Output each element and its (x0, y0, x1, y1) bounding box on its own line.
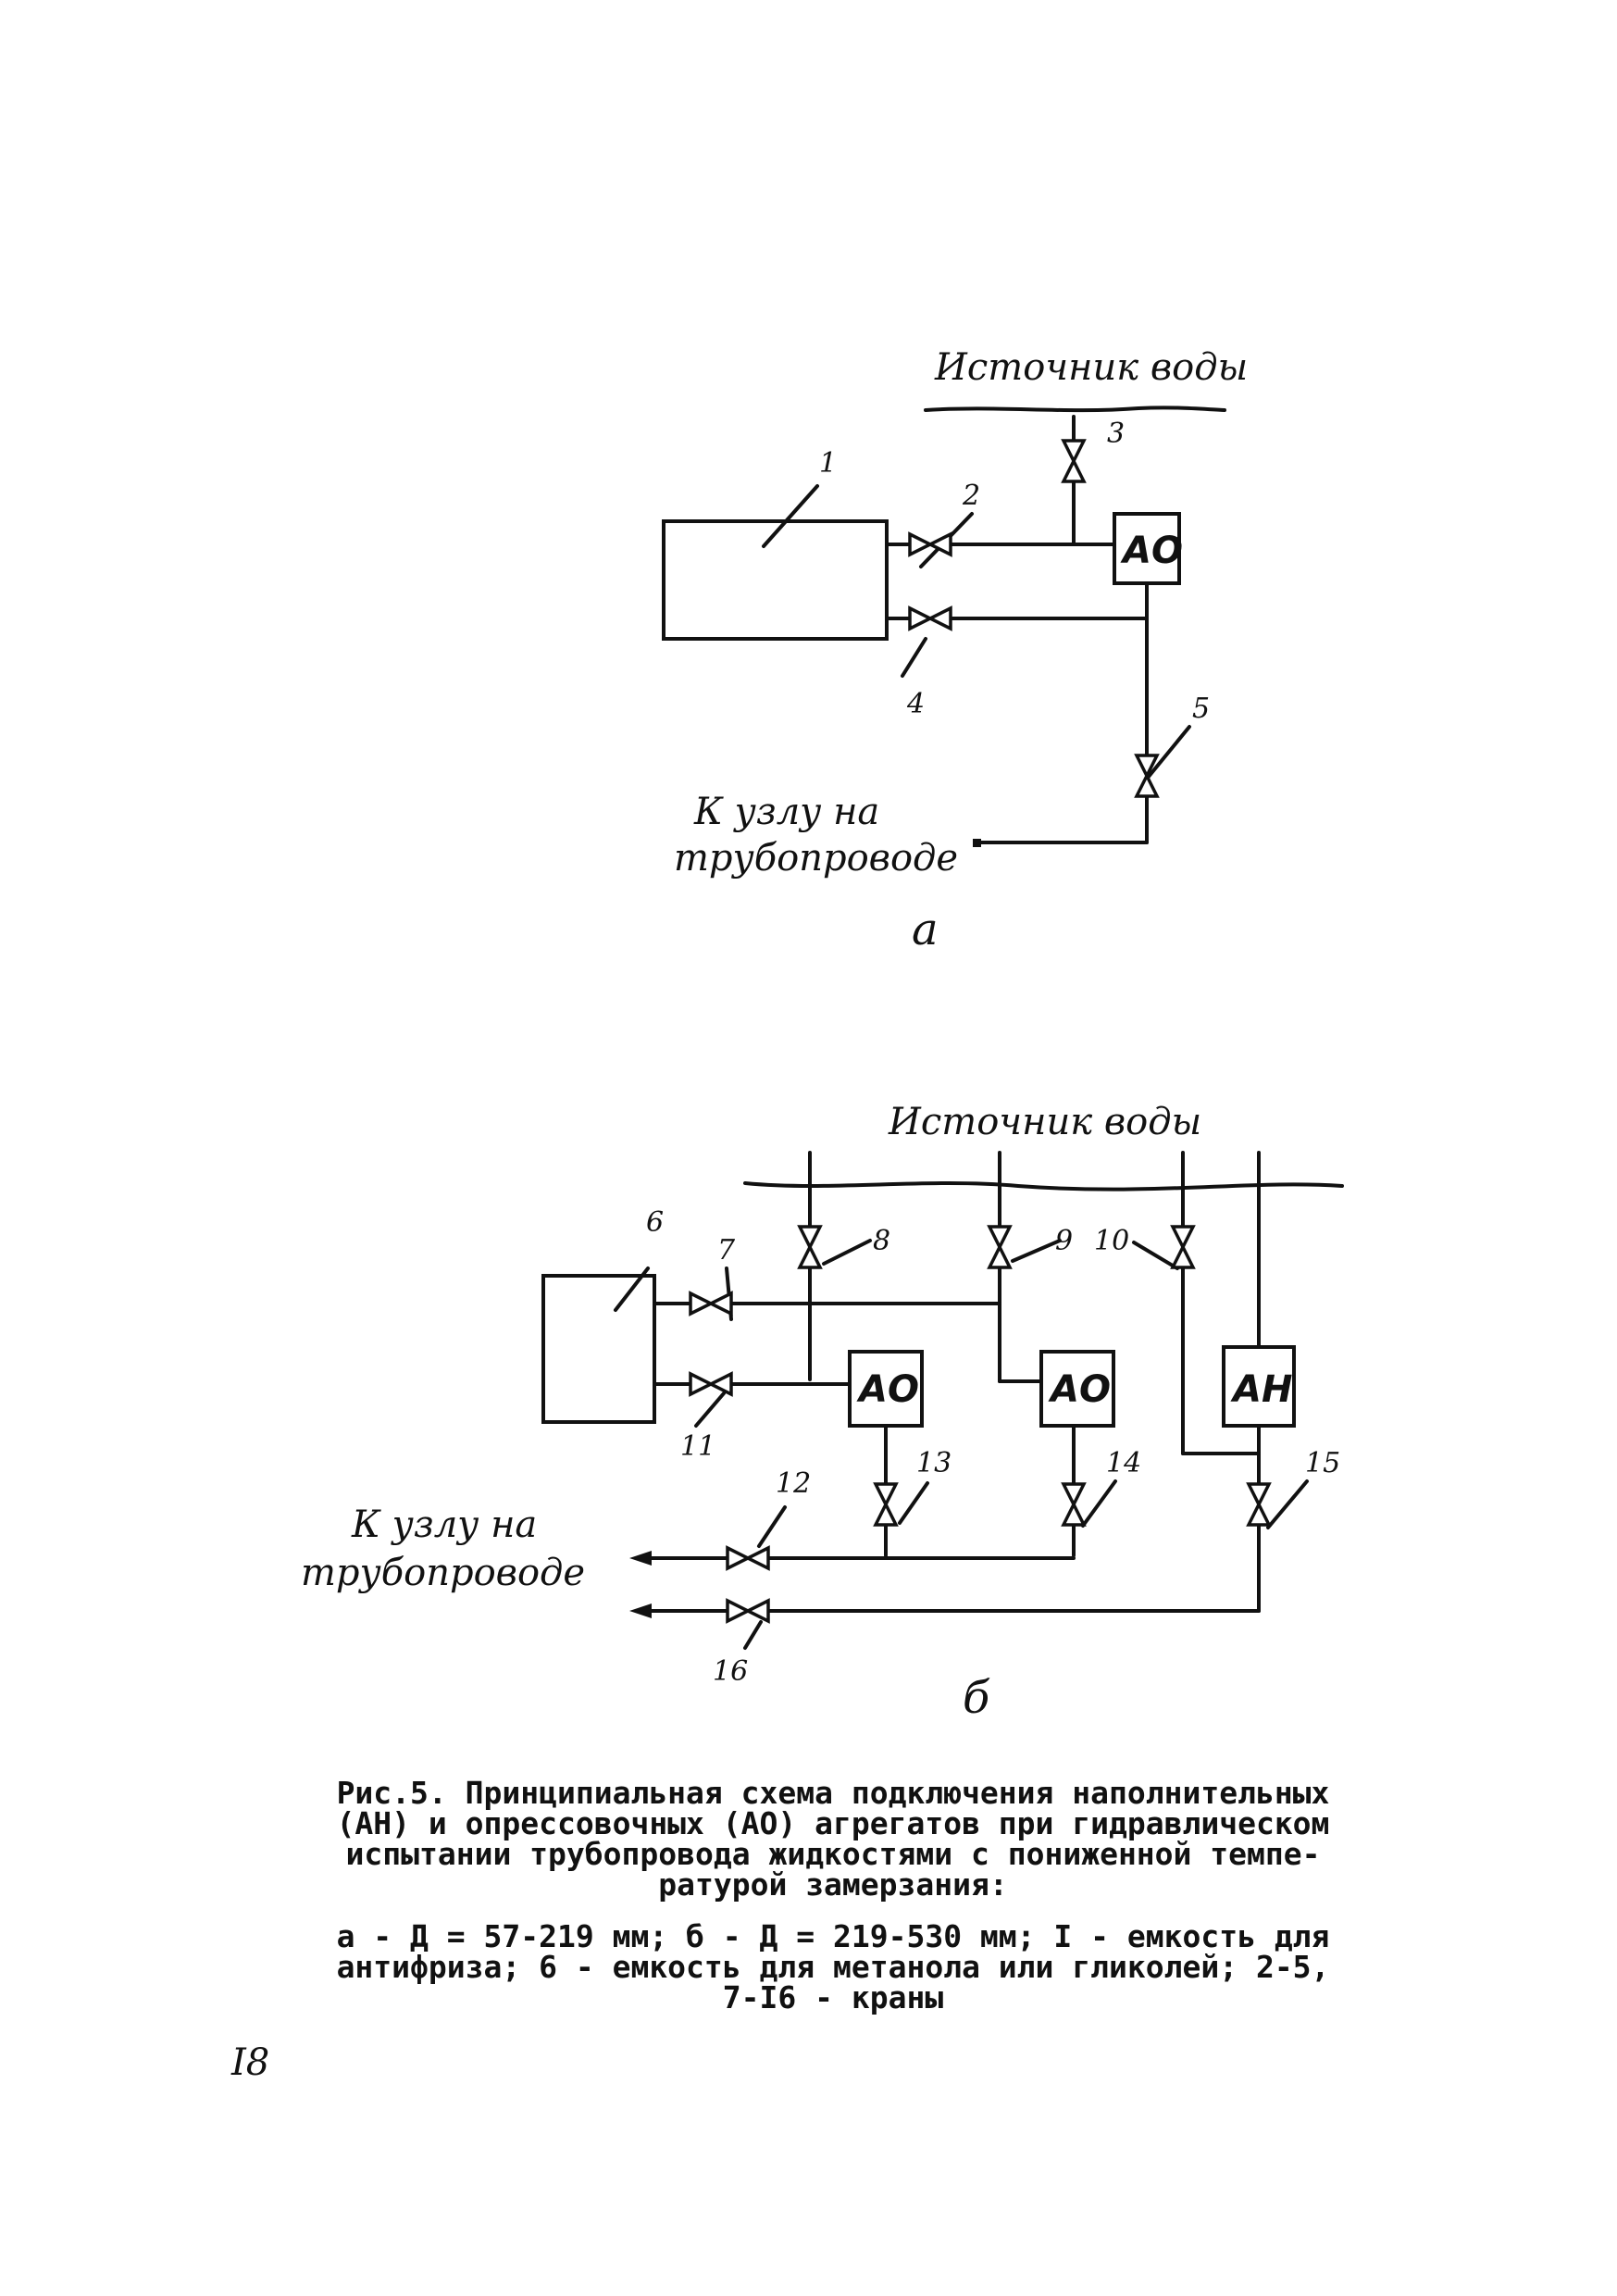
caption-title-line-2: (АН) и опрессовочных (АО) агрегатов при … (336, 1805, 1330, 1841)
tank-6 (541, 1274, 656, 1424)
caption-legend-line-1: а - Д = 57-219 мм; б - Д = 219-530 мм; I… (336, 1918, 1330, 1954)
sublabel-b: б (963, 1672, 990, 1724)
caption-title-line-3: испытании трубопровода жидкостями с пони… (345, 1836, 1321, 1872)
sublabel-a: а (912, 904, 939, 955)
valve-14 (1062, 1482, 1086, 1527)
caption-title-line-1: Рис.5. Принципиальная схема подключения … (336, 1775, 1330, 1811)
valve-label-14: 14 (1106, 1447, 1141, 1479)
valve-label-11: 11 (680, 1430, 715, 1463)
valve-label-2: 2 (962, 480, 980, 512)
caption-legend-line-3: 7-I6 - краны (722, 1979, 944, 2015)
valve-5 (1135, 754, 1159, 798)
valve-9 (988, 1225, 1012, 1269)
valve-label-8: 8 (873, 1225, 890, 1257)
water-source-label-a: Источник воды (934, 346, 1248, 389)
valve-label-3: 3 (1107, 418, 1125, 450)
caption-legend-line-2: антифриза; 6 - емкость для метанола или … (336, 1949, 1330, 1985)
valve-11 (689, 1372, 733, 1396)
water-source-label-b: Источник воды (888, 1101, 1201, 1143)
destination-label-a-2: трубопроводе (674, 837, 958, 880)
valve-label-16: 16 (713, 1655, 748, 1688)
tank-number-a: 1 (819, 447, 837, 480)
water-source-line-b (743, 1181, 1344, 1192)
valve-7 (689, 1292, 733, 1316)
destination-label-a-1: К узлу на (693, 791, 879, 833)
figure-caption-legend: а - Д = 57-219 мм; б - Д = 219-530 мм; I… (278, 1921, 1388, 2013)
valve-label-12: 12 (776, 1467, 811, 1500)
caption-title-line-4: ратурой замерзания: (658, 1866, 1008, 1903)
pipe-end-a (973, 839, 981, 847)
destination-label-b-2: трубопроводе (301, 1552, 585, 1594)
valve-13 (874, 1482, 898, 1527)
valve-label-4: 4 (906, 688, 925, 720)
schematic-diagram: Источник воды 1 2 3 4 5 АО К узлу на тру… (301, 346, 1344, 1724)
figure-caption-title: Рис.5. Принципиальная схема подключения … (278, 1778, 1388, 1900)
unit-ao-a-label: АО (1120, 530, 1183, 572)
valve-2 (908, 532, 952, 556)
unit-ao-b2 (1039, 1350, 1115, 1428)
valve-label-13: 13 (916, 1447, 952, 1479)
valve-3 (1062, 439, 1086, 483)
unit-ao-b1-label: АО (856, 1368, 919, 1411)
valve-10 (1171, 1225, 1195, 1269)
valve-label-15: 15 (1305, 1447, 1340, 1479)
unit-an-label: АН (1230, 1368, 1292, 1411)
valve-label-7: 7 (717, 1234, 736, 1267)
valve-16 (726, 1599, 770, 1623)
tank-1 (662, 519, 889, 641)
arrow-out-2 (629, 1603, 652, 1618)
page-number: I8 (231, 2041, 270, 2084)
valve-8 (798, 1225, 822, 1269)
valve-label-10: 10 (1094, 1225, 1129, 1257)
valve-label-9: 9 (1055, 1225, 1073, 1257)
tank-number-b: 6 (646, 1206, 664, 1239)
water-source-line-a (924, 406, 1226, 413)
unit-ao-b2-label: АО (1048, 1368, 1111, 1411)
valve-15 (1247, 1482, 1271, 1527)
valve-12 (726, 1546, 770, 1570)
arrow-out-1 (629, 1551, 652, 1566)
valve-4 (908, 606, 952, 630)
valve-label-5: 5 (1192, 693, 1210, 725)
destination-label-b-1: К узлу на (351, 1504, 537, 1546)
